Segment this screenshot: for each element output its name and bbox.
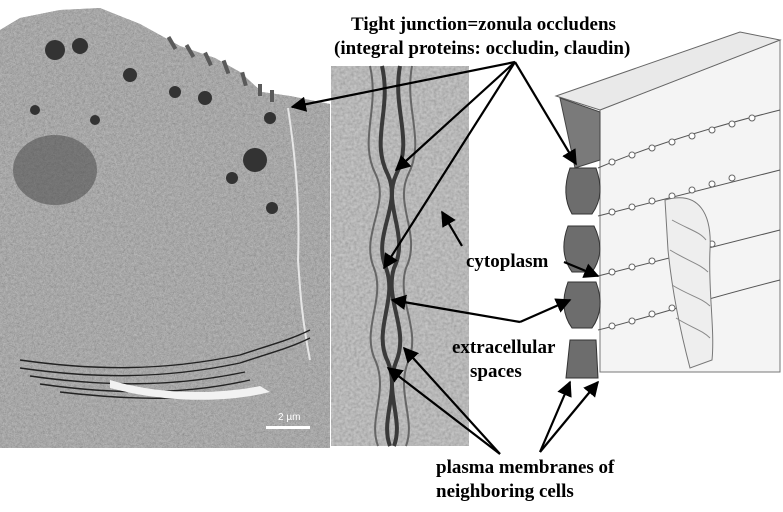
membrane-column [564,168,600,378]
membranes-label-line-2: neighboring cells [436,481,574,503]
micrograph-panel: 2 µm [0,0,330,448]
nucleus-region [13,135,97,205]
cytoplasm-label: cytoplasm [466,251,548,273]
title-line-2: (integral proteins: occludin, claudin) [334,38,630,60]
schematic-drawing [556,32,780,378]
membranes-label-line-1: plasma membranes of [436,457,614,479]
extracellular-label-line-2: spaces [470,361,522,383]
title-line-1: Tight junction=zonula occludens [351,14,616,36]
extracellular-label-line-1: extracellular [452,337,555,359]
scale-bar-label: 2 µm [278,412,300,423]
